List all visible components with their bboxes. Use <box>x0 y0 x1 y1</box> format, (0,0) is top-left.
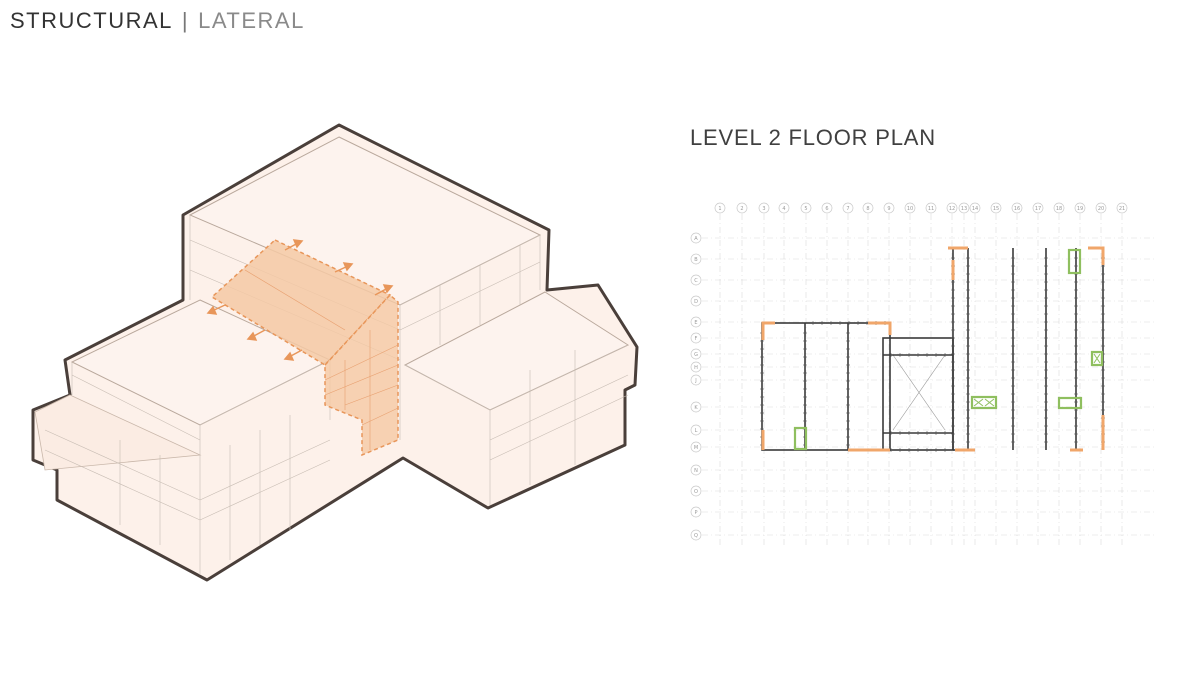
grid-label: 1 <box>718 206 721 212</box>
grid-bubble <box>904 202 916 214</box>
grid-bubble <box>690 441 702 453</box>
grid-bubble <box>690 232 702 244</box>
braced-frames <box>793 248 1104 451</box>
grid-label: N <box>694 468 698 474</box>
grid-bubble <box>690 361 702 373</box>
grid-bubble <box>883 202 895 214</box>
grid-bubble <box>1074 202 1086 214</box>
grid-label: 20 <box>1098 206 1104 212</box>
grid-bubble <box>736 202 748 214</box>
grid-label: 16 <box>1014 206 1020 212</box>
grid-label: 10 <box>907 206 913 212</box>
grid-label: 11 <box>928 206 934 212</box>
grid-bubble <box>958 202 970 214</box>
shear-walls <box>761 246 1105 452</box>
grid-label: L <box>695 428 698 434</box>
grid-bubble <box>969 202 981 214</box>
beam-tick-marks <box>760 257 1105 452</box>
grid-label: 21 <box>1119 206 1125 212</box>
grid-label: A <box>694 236 698 242</box>
grid-label: F <box>695 336 698 342</box>
grid-label: 6 <box>825 206 828 212</box>
grid-bubble <box>690 253 702 265</box>
grid-label: E <box>694 320 697 326</box>
grid-label: 4 <box>782 206 785 212</box>
grid-bubble <box>862 202 874 214</box>
grid-bubble <box>690 424 702 436</box>
grid-label: O <box>694 489 698 495</box>
grid-label: 3 <box>762 206 765 212</box>
grid-bubble <box>1116 202 1128 214</box>
lateral-load-arrows <box>206 239 394 361</box>
grid-label: H <box>694 365 698 371</box>
grid-label: 8 <box>866 206 869 212</box>
floor-plan-title: LEVEL 2 FLOOR PLAN <box>690 125 936 150</box>
grid-bubble <box>690 506 702 518</box>
grid-label: 5 <box>804 206 807 212</box>
grid-label: M <box>694 445 698 451</box>
grid-label: 9 <box>887 206 890 212</box>
grid-bubble <box>690 464 702 476</box>
structural-frames <box>761 247 1104 451</box>
grid-label: 17 <box>1035 206 1041 212</box>
grid-bubble <box>690 374 702 386</box>
grid-label: 15 <box>993 206 999 212</box>
grid-bubble <box>758 202 770 214</box>
grid-bubble <box>690 295 702 307</box>
grid-label: K <box>694 405 698 411</box>
grid-label: 18 <box>1056 206 1062 212</box>
grid-bubble <box>690 274 702 286</box>
grid-bubble <box>690 485 702 497</box>
lower-terrace <box>34 394 202 471</box>
grid-bubble <box>1011 202 1023 214</box>
grid-bubble <box>778 202 790 214</box>
grid-label: 12 <box>949 206 955 212</box>
grid-label: D <box>694 299 698 305</box>
grid-bubble <box>1053 202 1065 214</box>
page-header: STRUCTURAL | LATERAL <box>10 8 305 34</box>
grid-bubble <box>690 401 702 413</box>
grid-bubble <box>990 202 1002 214</box>
page-title: STRUCTURAL <box>10 8 173 33</box>
grid-label: C <box>694 278 698 284</box>
grid-bubble <box>821 202 833 214</box>
grid-bubble <box>714 202 726 214</box>
grid-label: 7 <box>846 206 849 212</box>
grid-label: J <box>694 378 696 384</box>
grid-bubble <box>925 202 937 214</box>
grid-label: G <box>694 352 698 358</box>
grid-label: B <box>694 257 698 263</box>
grid-bubble <box>946 202 958 214</box>
grid-label: 19 <box>1077 206 1083 212</box>
lateral-system-highlight <box>210 239 399 457</box>
grid-bubble <box>690 316 702 328</box>
grid-bubble <box>690 348 702 360</box>
grid-bubble <box>800 202 812 214</box>
grid-bubble <box>1095 202 1107 214</box>
grid-label: P <box>694 510 697 516</box>
grid-bubble <box>690 529 702 541</box>
grid-label: 2 <box>740 206 743 212</box>
grid-bubble <box>690 332 702 344</box>
grid-label: Q <box>694 533 698 539</box>
grid-label: 13 <box>961 206 967 212</box>
grid-bubble <box>842 202 854 214</box>
page-subtitle: LATERAL <box>198 8 305 33</box>
grid-bubble <box>1032 202 1044 214</box>
title-separator: | <box>181 8 190 33</box>
grid-label: 14 <box>972 206 978 212</box>
